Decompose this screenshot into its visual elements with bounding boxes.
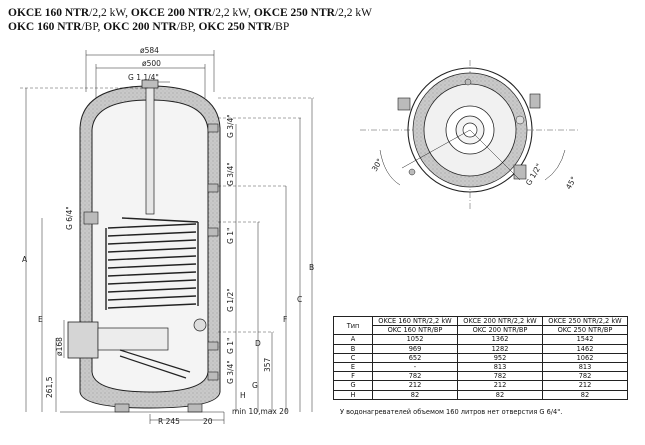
label-height-2615: 261,5 (45, 376, 54, 398)
cell: 212 (542, 380, 628, 391)
label-radius-245: R 245 (158, 417, 180, 426)
table-header-row: Тип OKCE 160 NTR/2,2 kW OKCE 200 NTR/2,2… (333, 315, 628, 336)
table-row: A 1052 1362 1542 (333, 334, 628, 345)
label-port-34-bottom: G 3/4" (226, 360, 235, 384)
heat-exchanger-coil (105, 217, 199, 310)
col-header-1-bottom: OKC 160 NTR/BP (372, 325, 458, 336)
side-view-labels: ø584 ø500 G 1 1/4" G 3/4" G 3/4" G 6/4" … (22, 46, 314, 426)
cell: 813 (542, 361, 628, 373)
label-top-port: G 1/2" (524, 162, 544, 187)
label-width-20: 20 (203, 417, 213, 426)
label-height-357: 357 (263, 357, 272, 372)
row-label: H (333, 389, 373, 400)
table-header-row-2: OKC 160 NTR/BP OKC 200 NTR/BP OKC 250 NT… (334, 325, 628, 336)
cell: 82 (457, 389, 543, 400)
cell: 1062 (542, 352, 628, 363)
model-3-rating: /2,2 kW (334, 7, 373, 19)
row-label: C (333, 352, 373, 363)
dim-label-d: D (255, 339, 261, 348)
table-row: B 969 1282 1462 (333, 343, 628, 354)
title-line-1: OKCE 160 NTR/2,2 kW, OKCE 200 NTR/2,2 kW… (8, 7, 372, 19)
label-port-1-lower: G 1" (226, 338, 235, 354)
col-header-3-top: OKCE 250 NTR/2,2 kW (542, 315, 628, 327)
model-4-suffix: /BP, (81, 21, 104, 33)
dim-label-h: H (240, 391, 246, 400)
cell: 813 (457, 361, 543, 373)
top-view (360, 60, 580, 210)
cell: 782 (542, 371, 628, 382)
row-label: E (333, 361, 373, 373)
cell: 212 (372, 380, 458, 391)
cell: 1362 (457, 334, 543, 345)
side-view (20, 50, 314, 424)
dim-label-c: C (297, 295, 302, 304)
model-5: OKC 200 NTR (103, 21, 177, 33)
col-header-1-top: OKCE 160 NTR/2,2 kW (372, 315, 458, 327)
model-2: OKCE 200 NTR (130, 7, 213, 19)
row-label: A (333, 334, 373, 345)
model-6-suffix: /BP (271, 21, 290, 33)
cell: 782 (457, 371, 543, 382)
cell: 212 (457, 380, 543, 391)
title-line-2: OKC 160 NTR/BP, OKC 200 NTR/BP, OKC 250 … (8, 21, 289, 33)
label-port-64: G 6/4" (65, 206, 74, 230)
model-5-suffix: /BP, (176, 21, 199, 33)
model-1-rating: /2,2 kW, (89, 7, 131, 19)
row-label: B (333, 343, 373, 354)
dim-label-e: E (38, 315, 43, 324)
table-row: H 82 82 82 (333, 389, 628, 400)
table-row: G 212 212 212 (333, 380, 628, 391)
col-header-3-bottom: OKC 250 NTR/BP (542, 325, 628, 336)
dim-label-a: A (22, 255, 28, 264)
cell: - (372, 361, 458, 373)
label-flange-diameter: ø168 (55, 337, 64, 356)
col-header-2-bottom: OKC 200 NTR/BP (457, 325, 543, 336)
label-port-12: G 1/2" (226, 288, 235, 312)
row-label: F (333, 371, 373, 382)
cell: 1052 (372, 334, 458, 345)
label-port-1-upper: G 1" (226, 228, 235, 244)
col-header-2-top: OKCE 200 NTR/2,2 kW (457, 315, 543, 327)
model-1: OKCE 160 NTR (8, 7, 90, 19)
label-port-34-top: G 3/4" (226, 114, 235, 138)
type-header: Тип (333, 315, 373, 336)
dim-label-g: G (252, 381, 258, 390)
dimensions-table: Тип OKCE 160 NTR/2,2 kW OKCE 200 NTR/2,2… (333, 315, 628, 400)
label-angle-30: 30° (370, 157, 385, 173)
model-2-rating: /2,2 kW, (212, 7, 254, 19)
dim-outer-diameter: ø584 (140, 46, 159, 55)
cell: 1282 (457, 343, 543, 354)
model-3: OKCE 250 NTR (253, 7, 335, 19)
cell: 1462 (542, 343, 628, 354)
table-row: E - 813 813 (333, 361, 628, 373)
cell: 1542 (542, 334, 628, 345)
cell: 652 (372, 352, 458, 363)
dim-label-b: B (309, 263, 314, 272)
dim-label-f: F (283, 315, 287, 324)
cell: 82 (542, 389, 628, 400)
label-clearance: min 10,max 20 (232, 407, 289, 416)
label-port-34-mid: G 3/4" (226, 162, 235, 186)
cell: 782 (372, 371, 458, 382)
cell: 952 (457, 352, 543, 363)
table-row: C 652 952 1062 (333, 352, 628, 363)
label-angle-45: 45° (564, 175, 579, 191)
model-4: OKC 160 NTR (8, 21, 82, 33)
label-port-top: G 1 1/4" (128, 73, 159, 82)
dim-inner-diameter: ø500 (142, 59, 161, 68)
table-footnote: У водонагревателей объемом 160 литров не… (340, 408, 563, 416)
table-row: F 782 782 782 (333, 371, 628, 382)
row-label: G (333, 380, 373, 391)
model-6: OKC 250 NTR (198, 21, 272, 33)
cell: 82 (372, 389, 458, 400)
cell: 969 (372, 343, 458, 354)
